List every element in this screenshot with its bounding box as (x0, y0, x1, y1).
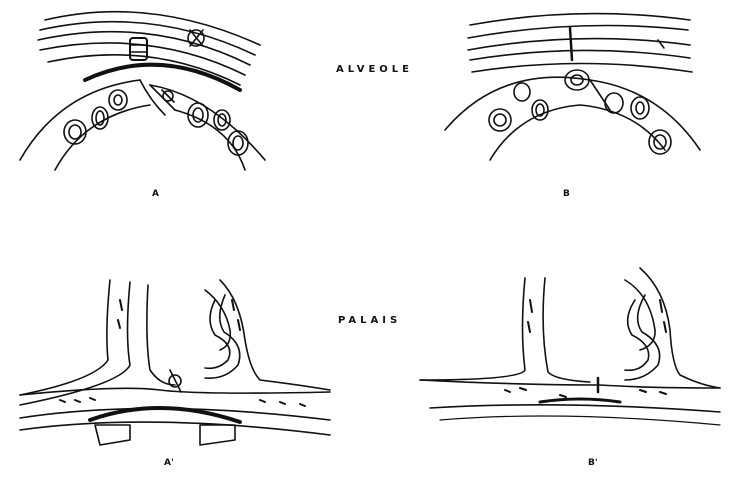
panel-a-prime-label: A' (164, 458, 174, 468)
alveole-label: ALVEOLE (336, 64, 413, 75)
panel-a-prime-drawing (20, 280, 330, 445)
palais-label: PALAIS (338, 315, 401, 326)
panel-b-prime-label: B' (588, 458, 598, 468)
panel-b-drawing (445, 14, 700, 160)
panel-b-label: B (563, 189, 570, 199)
panel-a-drawing (20, 12, 265, 170)
panel-a-label: A (152, 189, 159, 199)
panel-b-prime-drawing (420, 268, 720, 425)
